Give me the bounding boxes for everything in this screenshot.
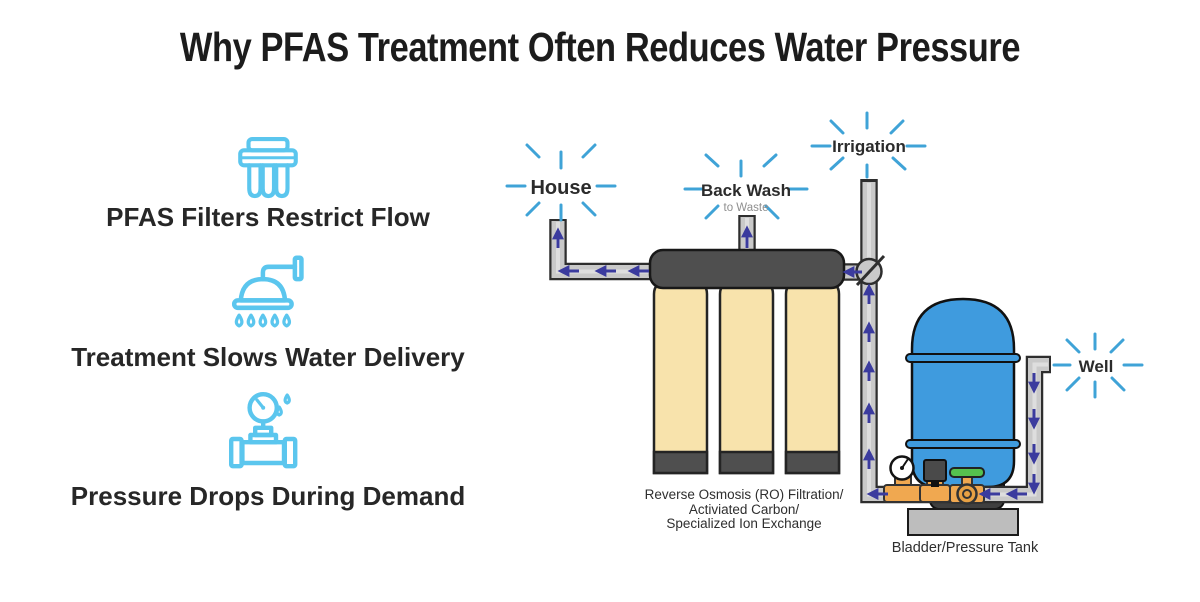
check-valve [855,254,886,287]
filter-caption-line2: Activiated Carbon/ [689,502,800,517]
shower-head-icon [231,255,304,328]
pressure-switch [923,459,947,487]
backwash-label: Back Wash [701,181,791,200]
benefit-label: Treatment Slows Water Delivery [71,342,465,372]
pressure-gauge-icon [229,392,298,469]
filter-tank [784,281,841,475]
house-starburst [505,143,617,222]
backwash-starburst [683,153,809,220]
page-title: Why PFAS Treatment Often Reduces Water P… [179,24,1021,70]
house-label: House [530,177,591,199]
irrigation-label: Irrigation [832,137,906,156]
bladder-tank-label: Bladder/Pressure Tank [892,540,1039,556]
well-starburst [1052,332,1144,399]
valve-handle [949,467,985,478]
benefit-label: PFAS Filters Restrict Flow [106,202,430,232]
filter-manifold [648,248,846,290]
backwash-sub-label: to Waste [724,202,769,214]
fittings [883,455,985,505]
filter-caption-line1: Reverse Osmosis (RO) Filtration/ [645,487,844,502]
filter-tank [652,281,709,475]
filter-tank [718,281,775,475]
shutoff-valve [949,467,985,505]
benefit-label: Pressure Drops During Demand [70,481,466,511]
filter-system-icon [238,136,298,199]
tank-platform [907,508,1019,536]
flow-arrows [552,225,1040,500]
filter-tanks [652,281,841,475]
filter-caption-line3: Specialized Ion Exchange [666,516,821,531]
bladder-pressure-tank [905,297,1021,489]
well-label: Well [1079,357,1114,376]
pressure-gauge [889,455,915,481]
pipe-house-outline [549,219,652,281]
irrigation-starburst [810,111,927,179]
